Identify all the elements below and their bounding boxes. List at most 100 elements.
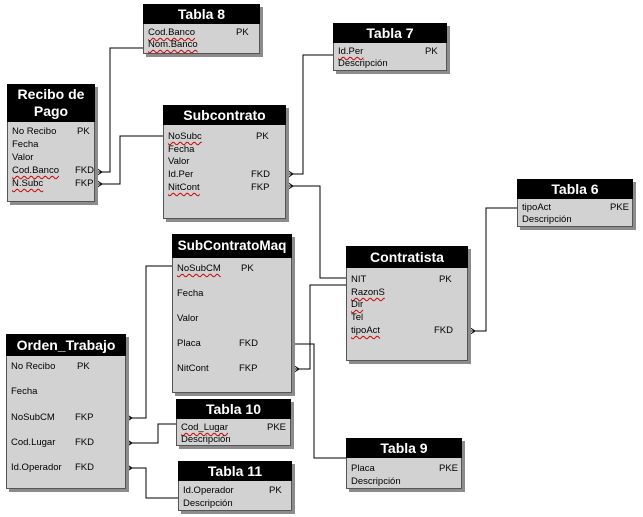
entity-tabla7: Tabla 7 Id.Per PK Descripción [333, 23, 447, 71]
field-key: FKD [75, 462, 94, 473]
field-name: Fecha [11, 386, 38, 397]
crowfoot-contratista-tipoact [468, 326, 476, 336]
crowfoot-recibo-nsubc [95, 179, 103, 189]
field-key: FKD [75, 437, 94, 448]
entity-title: Tabla 11 [178, 461, 292, 481]
entity-subcontratomaq: SubContratoMaq NoSubCM PK Fecha Valor Pl… [172, 234, 292, 393]
entity-contratista: Contratista NIT PK RazonS Dir Tel tipoAc… [346, 246, 468, 361]
field-name: NoSubc [168, 131, 202, 142]
field-name: Fecha [168, 144, 195, 155]
field-name: Id.Per [168, 169, 194, 180]
entity-title: Recibo de Pago [7, 84, 95, 122]
entity-tabla11: Tabla 11 Id.Operador PK Descripción [178, 461, 292, 511]
field-name: N.Subc [12, 178, 44, 189]
field-name: Cod.Banco [12, 165, 60, 176]
field-name: tipoAct [522, 202, 552, 213]
entity-orden-trabajo: Orden_Trabajo No Recibo PK Fecha NoSubCM… [6, 334, 126, 489]
entity-title: Subcontrato [163, 105, 286, 125]
field-name: Placa [177, 338, 201, 349]
field-key: FKP [251, 182, 270, 193]
field-name: Descripción [183, 498, 233, 509]
link-tabla10-orden [126, 423, 176, 444]
entity-title: Tabla 10 [176, 399, 291, 419]
crowfoot-subcontratomaq-nitcont [292, 364, 300, 374]
entity-tabla8: Tabla 8 Cod.Banco PK Nom.Banco [143, 4, 260, 54]
link-tabla7-subcontrato [287, 54, 333, 175]
field-key: PK [241, 263, 254, 274]
entity-tabla9: Tabla 9 Placa PKE Descripción [346, 438, 462, 489]
field-name: Descripción [522, 214, 572, 225]
field-key: PKE [267, 422, 287, 433]
field-key: PKE [439, 463, 459, 474]
entity-title-line1: Recibo de [17, 86, 85, 102]
field-key: FKD [434, 325, 453, 336]
link-subcontrato-recibo [96, 135, 163, 185]
field-name: NoSubCM [177, 263, 221, 274]
entity-tabla6: Tabla 6 tipoAct PKE Descripción [517, 179, 633, 227]
field-name: Fecha [177, 288, 204, 299]
field-key: PK [236, 27, 249, 38]
link-subcontratomaq-orden [126, 265, 172, 419]
field-name: Placa [351, 463, 375, 474]
field-key: PK [425, 46, 438, 57]
link-tabla6-contratista [469, 207, 517, 332]
field-name: RazonS [351, 287, 385, 298]
crowfoot-orden-nosubcm [125, 413, 133, 423]
crowfoot-subcontrato-idper [286, 169, 294, 179]
field-key: PKE [610, 202, 630, 213]
entity-title: Contratista [346, 246, 468, 268]
field-name: Tel [351, 312, 364, 323]
field-name: NIT [351, 274, 367, 285]
entity-tabla10: Tabla 10 Cod_Lugar PKE Descripción [176, 399, 291, 446]
crowfoot-subcontrato-nitcont [286, 181, 294, 191]
field-name: Valor [177, 313, 199, 324]
field-name: Descripción [181, 434, 231, 445]
field-key: FKD [251, 169, 270, 180]
field-key: PK [256, 131, 269, 142]
field-name: tipoAct [351, 325, 381, 336]
field-name: No Recibo [12, 126, 57, 137]
field-name: Valor [168, 156, 190, 167]
field-name: Fecha [12, 139, 39, 150]
entity-title: SubContratoMaq [172, 234, 292, 258]
field-name: No Recibo [11, 361, 56, 372]
entity-title-line2: Pago [33, 103, 69, 119]
field-key: PK [77, 361, 90, 372]
entity-recibo-de-pago: Recibo de Pago No Recibo PK Fecha Valor … [7, 84, 95, 202]
field-name: NoSubCM [11, 412, 55, 423]
crowfoot-orden-idoperador [125, 463, 133, 473]
crowfoot-orden-codlugar [125, 438, 133, 448]
link-contratista-subcontratomaq [293, 284, 346, 370]
field-name: Id.Per [338, 46, 364, 57]
field-name: Dir [351, 299, 364, 310]
field-name: Cod.Lugar [11, 437, 56, 448]
field-name: Descripción [338, 58, 388, 69]
field-key: PK [439, 274, 452, 285]
field-name: Nom.Banco [148, 39, 198, 50]
crowfoot-recibo-codbanco [95, 167, 103, 177]
field-name: Id.Operador [11, 462, 62, 473]
entity-title: Tabla 9 [346, 438, 462, 458]
link-contratista-subcontrato [287, 185, 346, 279]
field-name: Cod.Banco [148, 27, 196, 38]
link-tabla8-recibo [96, 47, 147, 173]
entity-title: Tabla 8 [143, 4, 260, 24]
field-key: FKP [75, 412, 94, 423]
link-tabla9-subcontratomaq [293, 343, 346, 459]
field-name: Valor [12, 152, 34, 163]
field-key: FKP [75, 178, 94, 189]
field-key: FKP [239, 363, 258, 374]
field-name: Id.Operador [183, 485, 234, 496]
field-name: Descripción [351, 476, 401, 487]
field-name: NitCont [177, 363, 209, 374]
field-key: FKD [239, 338, 258, 349]
field-key: FKD [75, 165, 94, 176]
field-key: PK [269, 485, 282, 496]
field-key: PK [77, 126, 90, 137]
field-name: Cod_Lugar [181, 422, 229, 433]
entity-subcontrato: Subcontrato NoSubc PK Fecha Valor Id.Per… [163, 105, 286, 219]
link-tabla11-orden [126, 467, 178, 499]
entity-title: Tabla 6 [517, 179, 633, 199]
entity-title: Tabla 7 [333, 23, 447, 43]
